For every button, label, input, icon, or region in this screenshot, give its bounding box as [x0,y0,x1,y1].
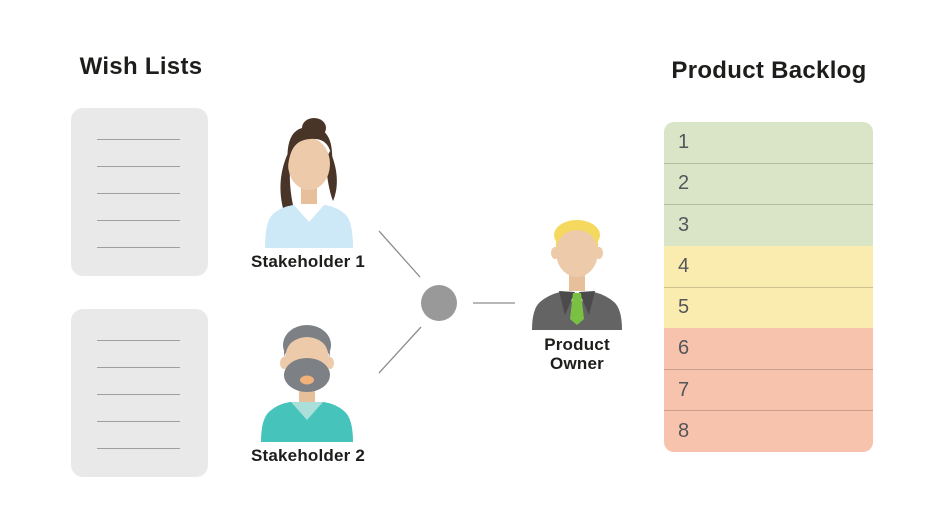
stakeholder-1-avatar [265,118,353,248]
wish-list-document-2 [71,309,208,477]
hair-bun [302,118,326,138]
wish-lists-title: Wish Lists [79,53,203,80]
hair-fringe [283,328,331,358]
text-line [97,139,180,140]
backlog-row-6: 6 [664,328,873,369]
text-line [97,166,180,167]
backlog-row-2: 2 [664,162,873,205]
backlog-row-3: 3 [664,204,873,246]
hair-top [287,127,333,167]
wish-list-document-1 [71,108,208,276]
stakeholder-1-label: Stakeholder 1 [250,252,366,271]
shirt [261,402,353,442]
beard [284,358,330,392]
text-line [97,421,180,422]
face [556,227,598,277]
merge-node-circle [421,285,457,321]
backlog-row-8: 8 [664,410,873,452]
collar [291,402,323,420]
product-owner-avatar [532,220,622,330]
collar [293,204,325,222]
text-line [97,220,180,221]
mouth [300,375,314,385]
neck [301,187,317,207]
product-owner-label-line2: Owner [550,354,604,373]
text-line [97,247,180,248]
hair-fringe [555,222,599,251]
text-line [97,193,180,194]
backlog-row-7: 7 [664,368,873,411]
text-line [97,340,180,341]
document-text-lines [97,340,180,449]
lapel-right [579,291,595,315]
product-backlog-title: Product Backlog [671,57,867,84]
face [288,138,330,190]
tie [570,293,584,325]
backlog-row-1: 1 [664,122,873,163]
text-line [97,367,180,368]
backlog-row-5: 5 [664,286,873,329]
text-line [97,394,180,395]
product-backlog-table: 1 2 3 4 5 6 7 8 [664,122,873,452]
backlog-row-4: 4 [664,245,873,287]
connector-stakeholder2-to-hub [378,326,422,374]
document-text-lines [97,139,180,248]
text-line [97,448,180,449]
lapel-left [559,291,575,315]
connector-stakeholder1-to-hub [378,230,421,278]
shirt [265,205,353,248]
product-owner-label-line1: Product [544,335,610,354]
stakeholder-2-avatar [261,325,353,442]
stakeholder-2-label: Stakeholder 2 [250,446,366,465]
product-owner-label: Product Owner [522,335,632,373]
